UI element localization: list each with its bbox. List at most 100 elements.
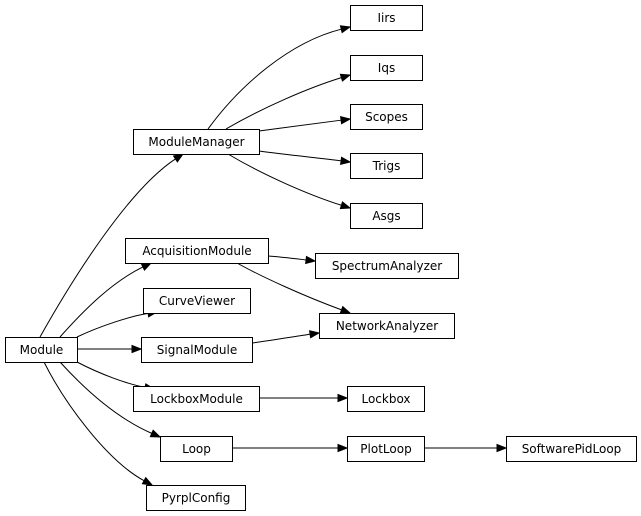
- node-label: PyrplConfig: [162, 491, 231, 505]
- node-label: CurveViewer: [159, 294, 235, 308]
- edge-line: [258, 150, 342, 162]
- node-label: Iqs: [378, 61, 395, 75]
- node-iirs: Iirs: [350, 5, 423, 31]
- arrowhead-icon: [308, 330, 321, 339]
- edge-line: [39, 158, 176, 338]
- edge-line: [59, 361, 152, 434]
- edge-line: [236, 262, 342, 311]
- edge-line: [76, 361, 146, 388]
- node-box: [5, 337, 78, 363]
- node-label: LockboxModule: [150, 392, 243, 406]
- edge-line: [251, 333, 311, 344]
- node-box: [350, 5, 423, 31]
- node-signal-module: SignalModule: [141, 337, 253, 363]
- node-label: Lockbox: [361, 392, 410, 406]
- node-box: [319, 313, 455, 339]
- arrowhead-icon: [339, 25, 352, 34]
- edge-module-to-signal-module: [77, 344, 143, 354]
- arrowhead-icon: [305, 255, 317, 265]
- node-box: [125, 238, 269, 264]
- node-asgs: Asgs: [350, 203, 423, 229]
- edge-line: [207, 28, 342, 130]
- arrowhead-icon: [339, 73, 352, 82]
- node-spectrum-analyzer: SpectrumAnalyzer: [315, 253, 459, 279]
- edge-acquisition-module-to-spectrum-analyzer: [267, 255, 317, 265]
- node-module: Module: [5, 337, 78, 363]
- edge-signal-module-to-network-analyzer: [251, 330, 321, 344]
- node-label: PlotLoop: [360, 442, 411, 456]
- arrowhead-icon: [340, 156, 352, 165]
- node-label: Loop: [182, 442, 211, 456]
- node-scopes: Scopes: [350, 104, 423, 130]
- node-iqs: Iqs: [350, 55, 423, 81]
- node-label: AcquisitionModule: [142, 244, 251, 258]
- node-box: [160, 436, 233, 462]
- node-box: [143, 288, 251, 314]
- node-label: ModuleManager: [148, 135, 244, 149]
- arrowhead-icon: [496, 443, 508, 453]
- node-box: [350, 104, 423, 130]
- arrowhead-icon: [339, 305, 352, 314]
- node-box: [133, 386, 260, 412]
- arrowhead-icon: [131, 344, 143, 354]
- node-box: [506, 436, 637, 462]
- edge-line: [227, 153, 342, 206]
- node-label: SignalModule: [157, 343, 238, 357]
- edge-module-to-pyrpl-config: [43, 361, 154, 486]
- node-lockbox: Lockbox: [347, 386, 425, 412]
- node-acquisition-module: AcquisitionModule: [125, 238, 269, 264]
- edge-line: [225, 77, 342, 130]
- edge-module-to-acquisition-module: [59, 262, 153, 338]
- node-label: Asgs: [372, 209, 400, 223]
- edge-line: [267, 255, 307, 261]
- arrowhead-icon: [141, 476, 154, 486]
- node-box: [347, 386, 425, 412]
- node-box: [315, 253, 459, 279]
- arrowhead-icon: [337, 443, 349, 453]
- node-module-manager: ModuleManager: [133, 129, 260, 155]
- arrowhead-icon: [339, 201, 352, 210]
- edge-plot-loop-to-software-pid-loop: [424, 443, 508, 453]
- edge-line: [59, 266, 144, 338]
- node-curve-viewer: CurveViewer: [143, 288, 251, 314]
- node-box: [347, 436, 425, 462]
- node-pyrpl-config: PyrplConfig: [146, 485, 246, 511]
- arrowhead-icon: [149, 429, 162, 438]
- node-network-analyzer: NetworkAnalyzer: [319, 313, 455, 339]
- node-label: NetworkAnalyzer: [336, 319, 438, 333]
- node-label: SoftwarePidLoop: [522, 442, 622, 456]
- edge-module-to-loop: [59, 361, 162, 438]
- node-box: [133, 129, 260, 155]
- node-box: [146, 485, 246, 511]
- edge-module-manager-to-trigs: [258, 150, 352, 165]
- node-box: [141, 337, 253, 363]
- edge-module-to-module-manager: [39, 153, 185, 338]
- arrowhead-icon: [172, 153, 185, 163]
- node-box: [350, 55, 423, 81]
- node-plot-loop: PlotLoop: [347, 436, 425, 462]
- arrowhead-icon: [337, 393, 349, 403]
- edge-line: [43, 361, 145, 482]
- node-software-pid-loop: SoftwarePidLoop: [506, 436, 637, 462]
- edge-module-manager-to-asgs: [227, 153, 352, 210]
- arrowhead-icon: [340, 116, 352, 125]
- node-label: Trigs: [372, 159, 401, 173]
- node-label: Scopes: [365, 110, 408, 124]
- node-box: [350, 153, 423, 179]
- node-label: Module: [20, 343, 64, 357]
- edge-loop-to-plot-loop: [232, 443, 349, 453]
- edge-module-manager-to-iirs: [207, 25, 352, 130]
- node-label: SpectrumAnalyzer: [332, 259, 442, 273]
- node-label: Iirs: [377, 11, 395, 25]
- edge-lockbox-module-to-lockbox: [259, 393, 349, 403]
- node-loop: Loop: [160, 436, 233, 462]
- edge-module-manager-to-iqs: [225, 73, 352, 130]
- node-trigs: Trigs: [350, 153, 423, 179]
- node-box: [350, 203, 423, 229]
- node-lockbox-module: LockboxModule: [133, 386, 260, 412]
- arrowhead-icon: [140, 262, 153, 271]
- nodes-layer: Module ModuleManagerAcquisitionModuleCurv…: [5, 5, 637, 511]
- edge-module-manager-to-scopes: [258, 116, 352, 132]
- edge-line: [76, 312, 149, 338]
